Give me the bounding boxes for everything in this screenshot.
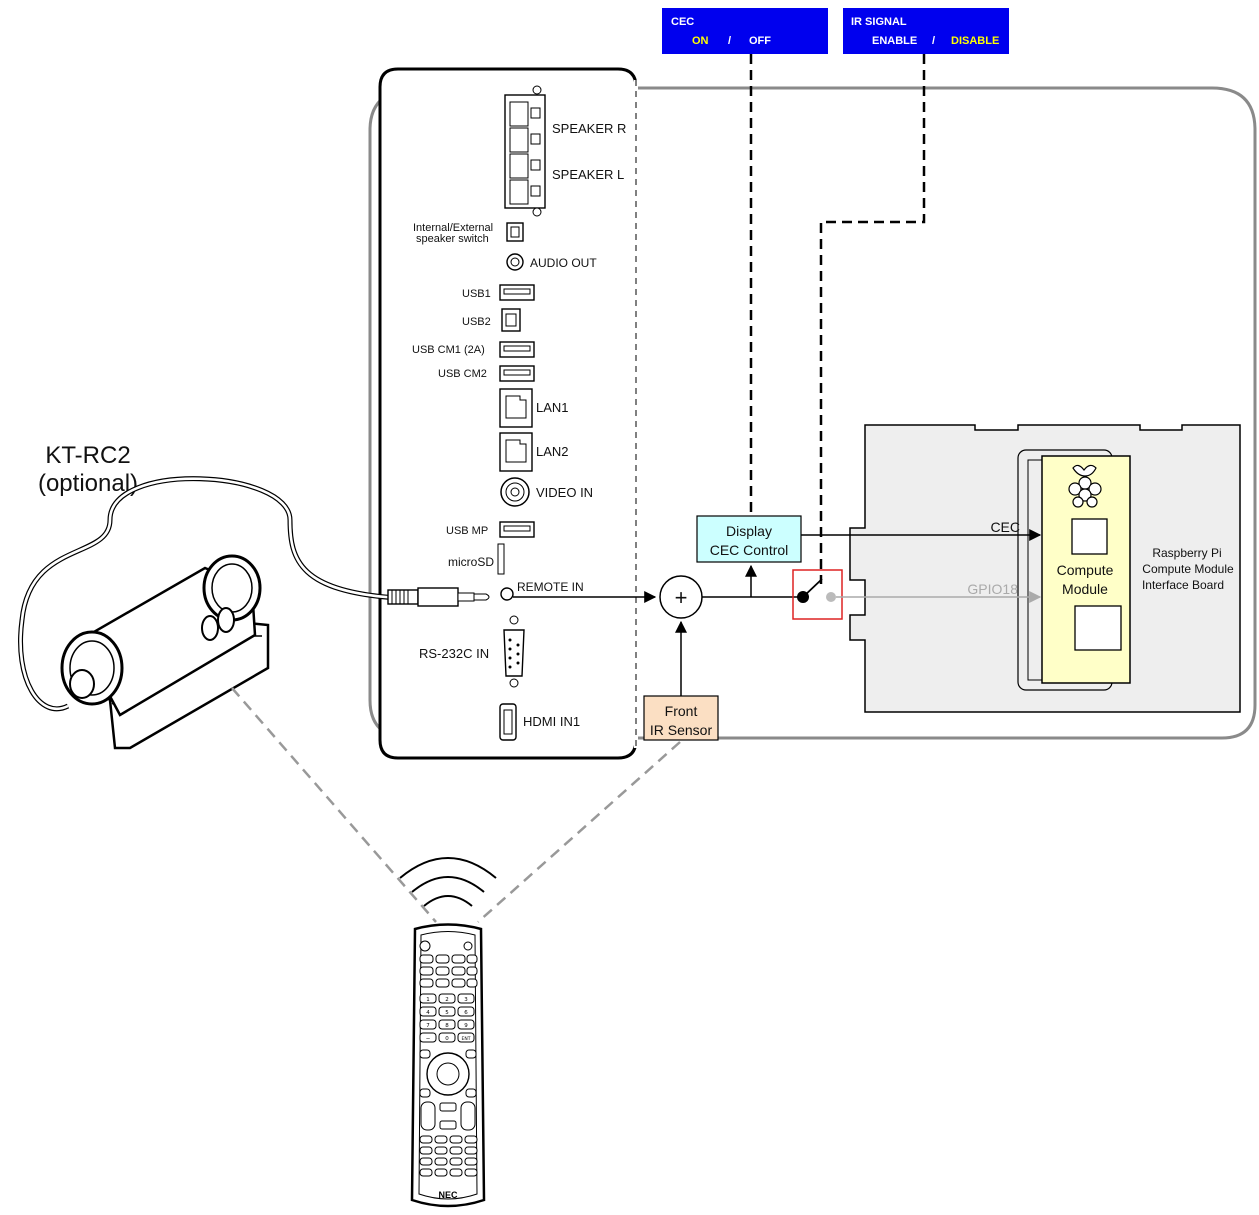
hdmi-in1-label: HDMI IN1 (523, 714, 580, 729)
usb-cm2-port-icon (499, 365, 535, 382)
remote-brand-label: NEC (438, 1190, 458, 1200)
rs232c-port-icon (503, 615, 525, 688)
display-cec-control-box (696, 515, 802, 563)
ir-control-dashed-line (819, 54, 926, 584)
compute-module-label-2: Module (1062, 581, 1108, 597)
svg-text:2: 2 (445, 997, 449, 1003)
mini-plug-icon (387, 587, 490, 607)
svg-text:4: 4 (426, 1010, 430, 1016)
speaker-r-label: SPEAKER R (552, 121, 626, 136)
svg-text:−: − (426, 1036, 431, 1042)
usb1-label: USB1 (462, 288, 491, 300)
speaker-switch-icon (506, 222, 524, 242)
kt-rc2-sensor-icon (60, 554, 270, 750)
module-chip-top (1071, 518, 1108, 555)
lan2-label: LAN2 (536, 444, 569, 459)
display-cec-label-2: CEC Control (710, 542, 789, 558)
board-label-3: Interface Board (1142, 578, 1224, 592)
raspberry-pi-logo-icon (1068, 464, 1102, 508)
svg-text:1: 1 (426, 997, 430, 1003)
ir-signal-toggle-box[interactable] (843, 8, 1009, 54)
cec-toggle-off[interactable]: OFF (749, 35, 771, 47)
display-cec-label-1: Display (726, 523, 772, 539)
remote-in-jack-icon (500, 587, 514, 601)
ir-path-front (477, 741, 681, 923)
speaker-switch-label-2: speaker switch (416, 233, 489, 245)
audio-out-jack-icon (506, 253, 524, 271)
ir-switch-output-node (826, 592, 836, 602)
svg-text:0: 0 (445, 1036, 449, 1042)
usb1-port-icon (499, 284, 535, 301)
microsd-label: microSD (448, 555, 494, 569)
front-ir-sensor-box (643, 695, 719, 741)
ir-path-kt (231, 687, 437, 923)
kt-rc2-subtitle: (optional) (38, 470, 138, 497)
lan1-port-icon (499, 388, 533, 428)
usb-mp-label: USB MP (446, 525, 488, 537)
summing-junction-symbol: + (675, 585, 688, 610)
audio-out-label: AUDIO OUT (530, 256, 597, 270)
hdmi-in1-port-icon (499, 703, 517, 741)
video-in-label: VIDEO IN (536, 485, 593, 500)
speaker-switch-label-1: Internal/External (413, 222, 493, 234)
ir-signal-sep: / (932, 35, 935, 47)
ir-switch-lever (802, 578, 823, 598)
usb2-port-icon (501, 308, 521, 332)
usb-mp-port-icon (499, 521, 535, 538)
gpio18-line-label: GPIO18 (967, 581, 1018, 597)
ir-switch-highlight (792, 569, 843, 620)
ir-signal-title: IR SIGNAL (851, 16, 907, 28)
cec-toggle-on[interactable]: ON (692, 35, 709, 47)
module-chip-bottom (1074, 605, 1122, 651)
front-ir-label-1: Front (665, 703, 698, 719)
cec-toggle-box[interactable] (662, 8, 828, 54)
svg-text:ENT: ENT (462, 1036, 471, 1042)
svg-text:7: 7 (426, 1023, 430, 1029)
svg-text:8: 8 (445, 1023, 449, 1029)
compute-module-label-1: Compute (1057, 562, 1114, 578)
usb-cm1-port-icon (499, 341, 535, 358)
microsd-slot-icon (497, 543, 505, 575)
svg-text:6: 6 (464, 1010, 468, 1016)
cec-line-label: CEC (990, 519, 1020, 535)
rs232c-in-label: RS-232C IN (419, 646, 489, 661)
video-in-jack-icon (500, 477, 530, 507)
ir-signal-disable[interactable]: DISABLE (951, 35, 999, 47)
usb-cm1-label: USB CM1 (2A) (412, 344, 485, 356)
remote-in-label: REMOTE IN (517, 580, 584, 594)
lan2-port-icon (499, 432, 533, 472)
svg-text:5: 5 (445, 1010, 449, 1016)
svg-text:3: 3 (464, 997, 468, 1003)
svg-text:9: 9 (464, 1023, 468, 1029)
remote-control-icon: 1 2 3 4 5 6 7 8 9 − 0 ENT NEC (399, 857, 497, 1208)
board-label-2: Compute Module (1142, 562, 1234, 576)
cec-toggle-title: CEC (671, 16, 694, 28)
front-ir-label-2: IR Sensor (650, 722, 713, 738)
usb2-label: USB2 (462, 316, 491, 328)
board-label-1: Raspberry Pi (1152, 546, 1221, 560)
speaker-l-label: SPEAKER L (552, 167, 624, 182)
lan1-label: LAN1 (536, 400, 569, 415)
usb-cm2-label: USB CM2 (438, 368, 487, 380)
ir-signal-enable[interactable]: ENABLE (872, 35, 917, 47)
speaker-terminal-icon (504, 85, 546, 217)
cec-toggle-sep: / (728, 35, 731, 47)
kt-rc2-title: KT-RC2 (45, 442, 130, 469)
